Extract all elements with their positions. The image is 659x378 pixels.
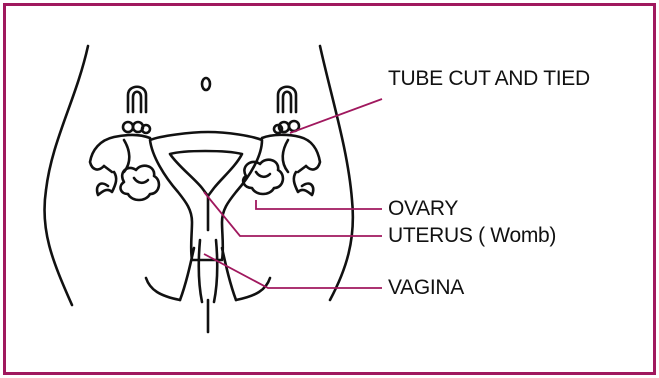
label-uterus: UTERUS ( Womb) [388, 225, 556, 246]
leader-line-ovary [256, 200, 382, 209]
label-vagina: VAGINA [388, 277, 464, 298]
left-fallopian-tube [90, 135, 150, 170]
body-outline-left [44, 46, 88, 305]
navel [202, 78, 210, 90]
label-tube-cut-and-tied: TUBE CUT AND TIED [388, 68, 590, 89]
label-ovary: OVARY [388, 198, 458, 219]
leader-line-tube [290, 99, 382, 133]
body-outline-right [320, 46, 353, 300]
right-fallopian-tube [262, 135, 320, 170]
